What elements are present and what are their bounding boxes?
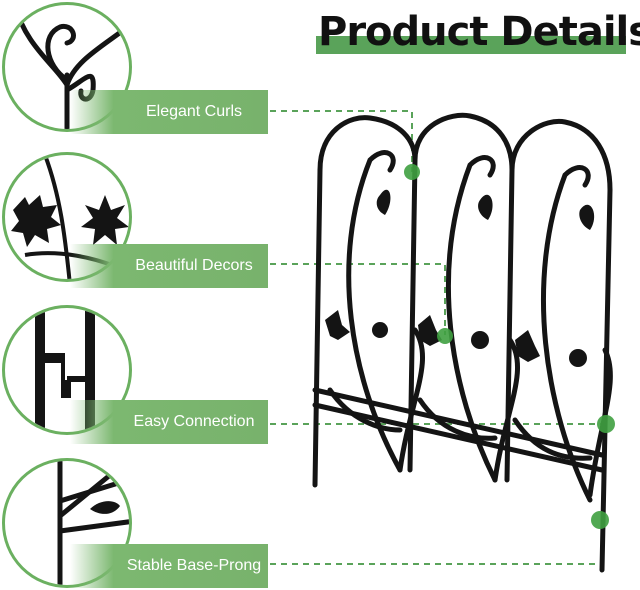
feature-label-curls: Elegant Curls <box>70 90 268 134</box>
guide-line-curls <box>270 110 413 172</box>
guide-line-decors <box>270 263 446 335</box>
decors-closeup-image <box>2 152 132 282</box>
leaf-icon <box>11 195 61 247</box>
flower-icon <box>81 195 129 245</box>
hook-icon <box>45 353 71 398</box>
small-leaf-icon <box>90 501 120 514</box>
feature-label-prong: Stable Base-Prong <box>70 544 268 588</box>
fence-product-image <box>312 112 615 573</box>
page-title: Product Details <box>318 9 640 55</box>
feature-label-decors: Beautiful Decors <box>70 244 268 288</box>
title-underline <box>316 36 626 54</box>
feature-label-connection: Easy Connection <box>70 400 268 444</box>
